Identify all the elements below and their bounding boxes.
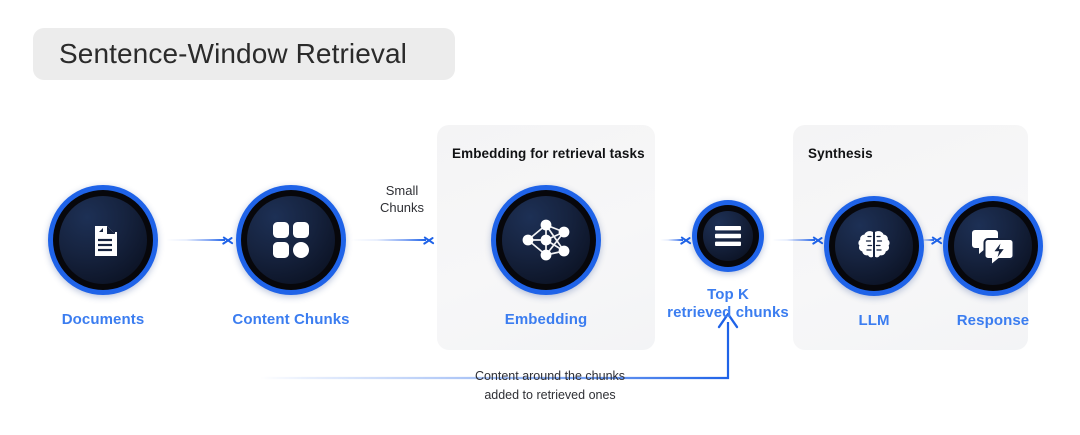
edge-label-line-2: Chunks [379,200,425,215]
node-content-chunks[interactable]: Content Chunks [232,185,350,328]
node-topk-label-line-1: Top K [707,286,749,303]
edge-label-line-1: Small [385,183,419,198]
arrow-head-icon [223,233,234,247]
grid-chunks-icon [268,217,314,263]
node-response-label: Response [956,312,1030,329]
arrow-head-icon [813,233,824,247]
brain-icon [854,226,894,266]
feedback-loop-label: Content around the chunks added to retri… [430,367,670,405]
node-documents-circle[interactable] [48,185,158,295]
arrow-head-icon [681,233,692,247]
chat-bubbles-bolt-icon [971,226,1015,266]
arrow-shaft [772,239,815,241]
arrow-head-icon [424,233,435,247]
node-response-circle[interactable] [943,196,1043,296]
edge-label-small-chunks: Small Chunks [371,182,433,216]
feedback-loop-arrow [258,300,748,395]
node-response[interactable]: Response [943,196,1043,329]
node-content-chunks-circle[interactable] [236,185,346,295]
panel-synthesis-title: Synthesis [808,146,873,161]
neural-network-icon [519,215,573,265]
arrow-llm-to-response [917,233,943,247]
node-topk-label: Top K retrieved chunks [667,286,789,322]
panel-embedding-title: Embedding for retrieval tasks [452,146,645,161]
node-embedding[interactable]: Embedding [491,185,601,328]
node-documents[interactable]: Documents [48,185,158,328]
arrow-shaft [351,239,426,241]
node-llm-label: LLM [858,312,890,329]
documents-icon [79,216,127,264]
node-topk[interactable]: Top K retrieved chunks [667,200,789,321]
node-embedding-circle[interactable] [491,185,601,295]
arrow-chunks-to-embedding [351,233,435,247]
feedback-label-line-1: Content around the chunks [474,369,626,383]
arrow-head-icon [932,233,943,247]
node-embedding-label: Embedding [504,311,588,328]
node-topk-label-line-2: retrieved chunks [667,304,789,321]
arrow-documents-to-chunks [166,233,234,247]
node-topk-circle[interactable] [692,200,764,272]
arrow-topk-to-llm [772,233,824,247]
page-title: Sentence-Window Retrieval [33,28,455,80]
node-llm-circle[interactable] [824,196,924,296]
page-title-text: Sentence-Window Retrieval [59,38,407,69]
node-content-chunks-label: Content Chunks [232,311,350,328]
arrow-embedding-to-topk [660,233,692,247]
feedback-label-line-2: added to retrieved ones [484,388,616,402]
node-llm[interactable]: LLM [824,196,924,329]
list-lines-icon [713,224,743,248]
arrow-shaft [660,239,683,241]
arrow-shaft [166,239,225,241]
arrow-shaft [917,239,934,241]
node-documents-label: Documents [61,311,145,328]
